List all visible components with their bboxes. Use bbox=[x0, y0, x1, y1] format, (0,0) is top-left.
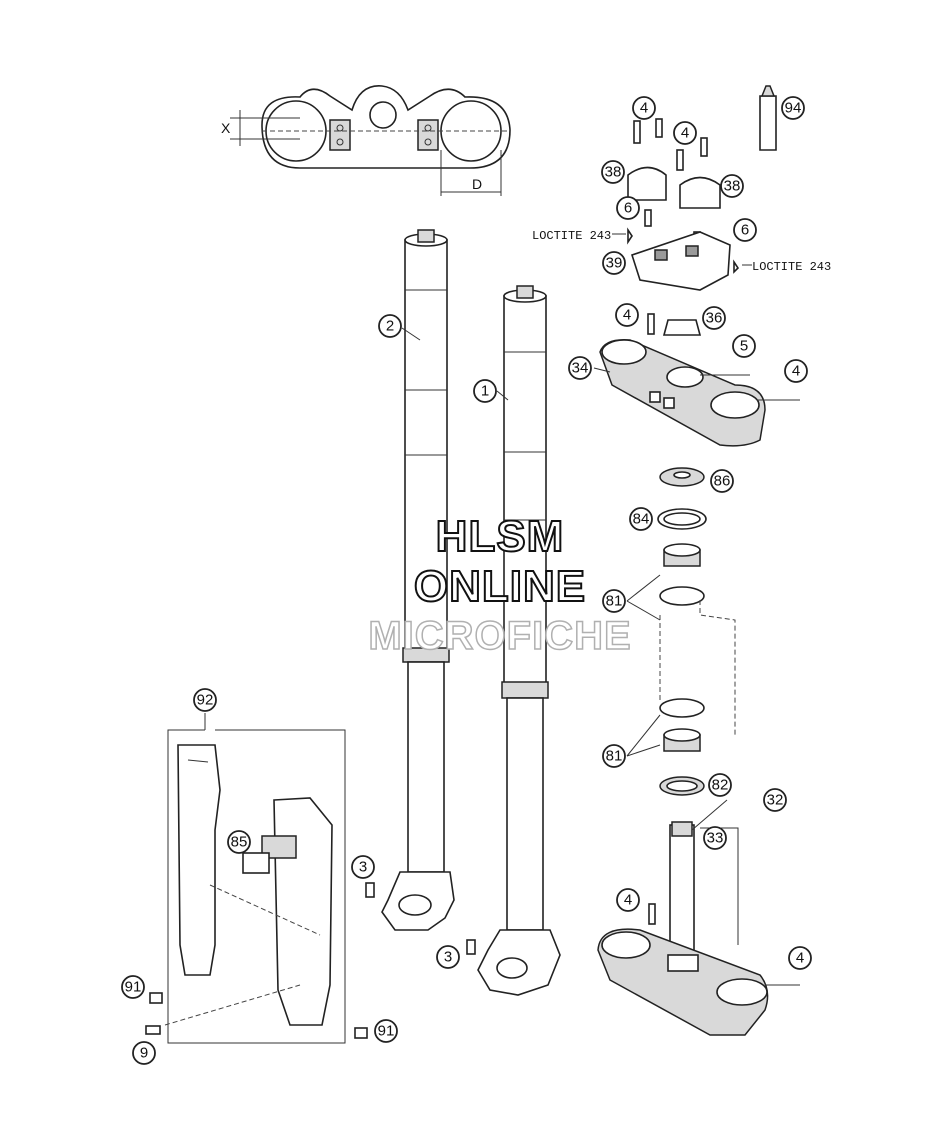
fastener-bolts bbox=[145, 882, 476, 1039]
svg-text:3: 3 bbox=[359, 859, 367, 876]
callout-91: 91 bbox=[121, 975, 145, 999]
callout-4: 4 bbox=[615, 303, 639, 327]
callout-84: 84 bbox=[629, 507, 653, 531]
bolt-3a bbox=[365, 882, 375, 898]
callout-5: 5 bbox=[732, 334, 756, 358]
fork-leg-left bbox=[381, 229, 455, 931]
svg-text:86: 86 bbox=[714, 473, 731, 490]
svg-text:91: 91 bbox=[125, 979, 142, 996]
callout-2: 2 bbox=[378, 314, 402, 338]
callout-4: 4 bbox=[784, 359, 808, 383]
fork-protector-set bbox=[164, 729, 346, 1044]
svg-text:38: 38 bbox=[724, 178, 741, 195]
svg-text:91: 91 bbox=[378, 1023, 395, 1040]
callout-82: 82 bbox=[708, 773, 732, 797]
watermark-line-3: MICROFICHE bbox=[368, 613, 632, 659]
loctite-label-left: LOCTITE 243 bbox=[532, 229, 611, 243]
callout-32: 32 bbox=[763, 788, 787, 812]
watermark-line-2: ONLINE bbox=[413, 561, 587, 612]
upper-triple-clamp bbox=[599, 313, 800, 447]
svg-text:5: 5 bbox=[740, 338, 748, 355]
callout-38: 38 bbox=[601, 160, 625, 184]
callout-94: 94 bbox=[781, 96, 805, 120]
dimension-d-label: D bbox=[472, 176, 482, 192]
triple-clamp-dimension-view: X D bbox=[221, 85, 511, 196]
svg-text:6: 6 bbox=[741, 222, 749, 239]
svg-text:4: 4 bbox=[792, 363, 800, 380]
screw-91a bbox=[149, 992, 163, 1004]
callout-4: 4 bbox=[632, 96, 656, 120]
callout-33: 33 bbox=[703, 826, 727, 850]
callout-3: 3 bbox=[436, 945, 460, 969]
callout-6: 6 bbox=[616, 196, 640, 220]
svg-text:2: 2 bbox=[386, 318, 394, 335]
svg-text:3: 3 bbox=[444, 949, 452, 966]
svg-text:4: 4 bbox=[640, 100, 648, 117]
svg-text:39: 39 bbox=[606, 255, 623, 272]
callout-4: 4 bbox=[788, 946, 812, 970]
svg-text:81: 81 bbox=[606, 748, 623, 765]
svg-text:4: 4 bbox=[796, 950, 804, 967]
svg-text:1: 1 bbox=[481, 383, 489, 400]
svg-text:38: 38 bbox=[605, 164, 622, 181]
svg-text:32: 32 bbox=[767, 792, 784, 809]
callout-86: 86 bbox=[710, 469, 734, 493]
svg-text:34: 34 bbox=[572, 360, 589, 377]
callout-85: 85 bbox=[227, 830, 251, 854]
callout-81: 81 bbox=[602, 589, 626, 613]
callout-91: 91 bbox=[374, 1019, 398, 1043]
callout-39: 39 bbox=[602, 251, 626, 275]
fork-leg-right bbox=[477, 285, 561, 996]
svg-text:36: 36 bbox=[706, 310, 723, 327]
svg-text:4: 4 bbox=[681, 125, 689, 142]
svg-text:6: 6 bbox=[624, 200, 632, 217]
dimension-x-label: X bbox=[221, 120, 231, 136]
svg-text:4: 4 bbox=[623, 307, 631, 324]
callout-81: 81 bbox=[602, 744, 626, 768]
lower-triple-clamp bbox=[597, 821, 800, 1036]
watermark-line-1: HLSM bbox=[435, 511, 565, 562]
callout-3: 3 bbox=[351, 855, 375, 879]
callout-1: 1 bbox=[473, 379, 497, 403]
svg-text:4: 4 bbox=[624, 892, 632, 909]
svg-text:85: 85 bbox=[231, 834, 248, 851]
svg-text:33: 33 bbox=[707, 830, 724, 847]
loctite-label-right: LOCTITE 243 bbox=[752, 260, 831, 274]
svg-text:94: 94 bbox=[785, 100, 802, 117]
handlebar-clamp-assembly bbox=[612, 85, 777, 291]
screw-9 bbox=[145, 1025, 161, 1035]
callout-4: 4 bbox=[616, 888, 640, 912]
callout-34: 34 bbox=[568, 356, 592, 380]
svg-text:84: 84 bbox=[633, 511, 650, 528]
steering-bearing-stack bbox=[657, 467, 736, 796]
callout-36: 36 bbox=[702, 306, 726, 330]
svg-text:82: 82 bbox=[712, 777, 729, 794]
callout-6: 6 bbox=[733, 218, 757, 242]
callout-4: 4 bbox=[673, 121, 697, 145]
svg-text:81: 81 bbox=[606, 593, 623, 610]
svg-text:9: 9 bbox=[140, 1045, 148, 1062]
screw-91b bbox=[354, 1027, 368, 1039]
svg-text:92: 92 bbox=[197, 692, 214, 709]
callout-9: 9 bbox=[132, 1041, 156, 1065]
callout-92: 92 bbox=[193, 688, 217, 712]
callout-38: 38 bbox=[720, 174, 744, 198]
leader-lines bbox=[204, 327, 728, 831]
bolt-3b bbox=[466, 939, 476, 955]
